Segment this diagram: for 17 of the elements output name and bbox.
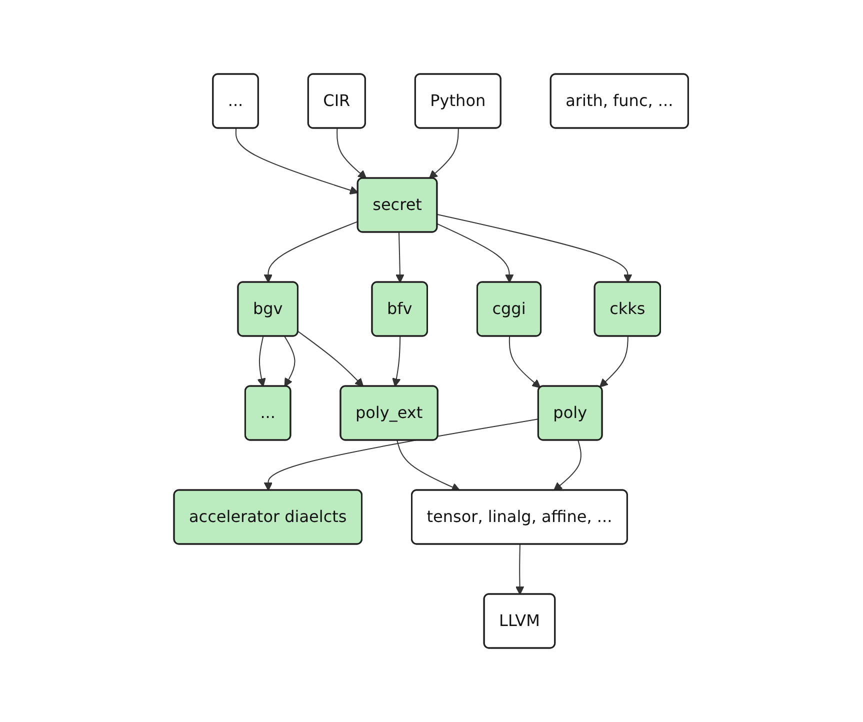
arrow [397, 440, 461, 492]
arrow [336, 128, 368, 179]
arrow [437, 223, 514, 283]
arrow [264, 418, 540, 491]
arrow [284, 336, 296, 387]
arrow [258, 336, 266, 387]
arrow [392, 336, 402, 387]
arrow [429, 128, 460, 179]
arrow [600, 336, 629, 388]
arrow [396, 232, 405, 283]
arrow [236, 128, 359, 194]
arrow [554, 440, 582, 491]
arrow [298, 331, 364, 387]
arrow [509, 336, 542, 388]
arrow [264, 220, 360, 283]
arrow [437, 214, 633, 283]
arrow [516, 544, 525, 595]
